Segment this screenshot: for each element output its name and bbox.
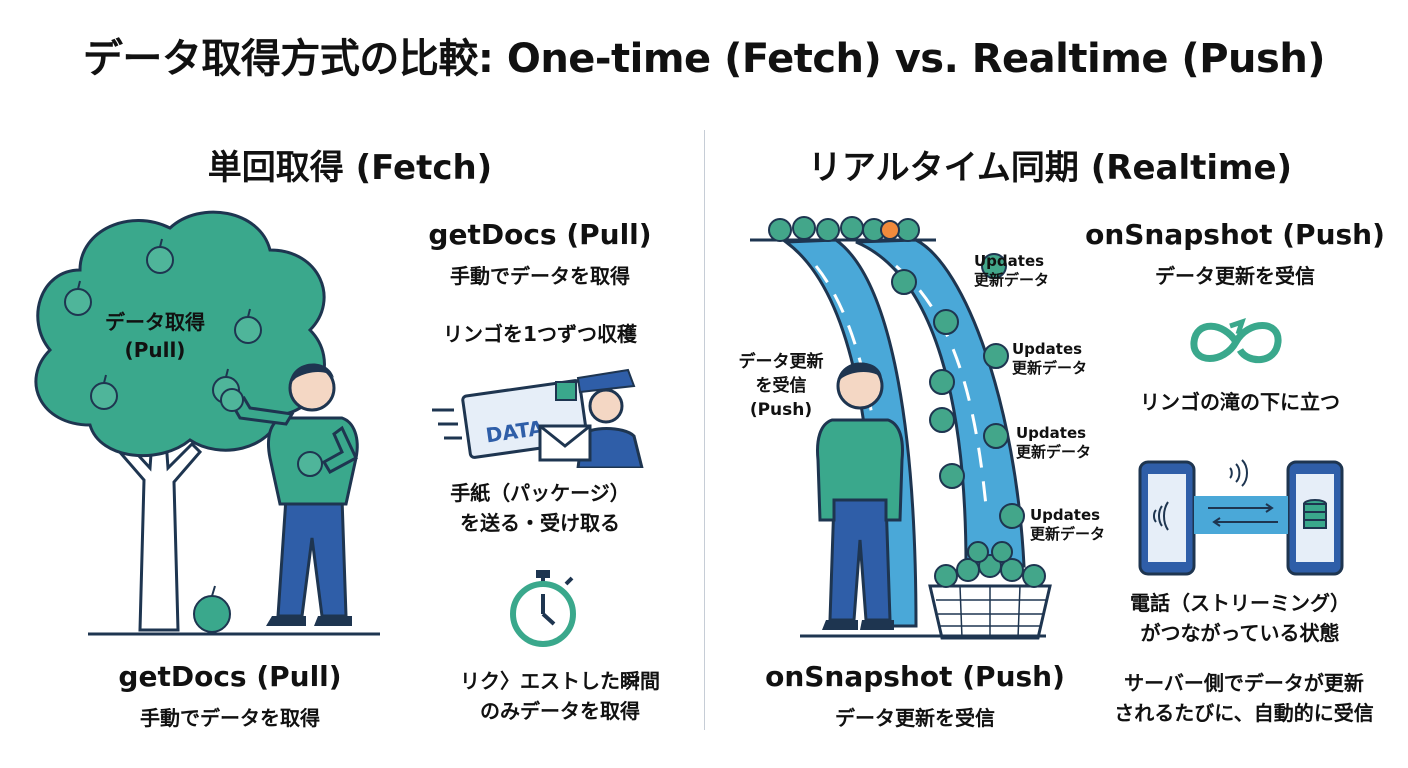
update-label: Updates 更新データ (1016, 424, 1091, 462)
page-title: データ取得方式の比較: One-time (Fetch) vs. Realtim… (82, 36, 1326, 82)
receive-label: データ更新 を受信 (Push) (726, 350, 836, 422)
waterfall-caption: リンゴの滝の下に立つ (1140, 390, 1340, 414)
timer-caption: リク〉エストした瞬間 のみデータを取得 (410, 666, 710, 726)
mail-caption-line1: 手紙（パッケージ） (450, 481, 630, 505)
person-standing (816, 362, 904, 630)
tree-label-line1: データ取得 (105, 310, 205, 334)
update-label-ja: 更新データ (1012, 359, 1088, 377)
update-label: Updates 更新データ (1012, 340, 1087, 378)
fetch-method-subtitle: 手動でデータを取得 (450, 264, 630, 288)
receive-label-line3: (Push) (749, 400, 813, 420)
mail-carrier-icon: DATA (432, 368, 644, 468)
update-label-ja: 更新データ (1030, 525, 1106, 543)
update-label-ja: 更新データ (1016, 443, 1092, 461)
realtime-section-title: リアルタイム同期 (Realtime) (807, 148, 1293, 188)
server-caption: サーバー側でデータが更新 されるたびに、自動的に受信 (1094, 668, 1394, 728)
realtime-method-subtitle: データ更新を受信 (1155, 264, 1315, 288)
sync-loop-icon (1190, 318, 1282, 364)
mail-caption: 手紙（パッケージ） を送る・受け取る (400, 478, 680, 538)
timer-caption-line2: のみデータを取得 (480, 699, 640, 723)
update-label: Updates 更新データ (974, 252, 1049, 290)
phone-caption: 電話（ストリーミング） がつながっている状態 (1100, 588, 1380, 648)
tree-label: データ取得 (Pull) (80, 308, 230, 364)
update-label-en: Updates (1030, 506, 1101, 524)
fetch-section-title: 単回取得 (Fetch) (207, 148, 493, 188)
update-label-en: Updates (1012, 340, 1083, 358)
update-label-en: Updates (974, 252, 1045, 270)
realtime-bottom-subtitle: データ更新を受信 (835, 706, 995, 730)
fetch-method-title: getDocs (Pull) (428, 218, 652, 251)
stopwatch-icon (510, 570, 576, 647)
section-divider (704, 130, 705, 730)
fetch-bottom-title: getDocs (Pull) (118, 660, 342, 693)
phone-caption-line1: 電話（ストリーミング） (1130, 591, 1350, 615)
harvest-text: リンゴを1つずつ収穫 (443, 322, 637, 346)
phone-streaming-icon (1138, 459, 1344, 576)
update-label-en: Updates (1016, 424, 1087, 442)
realtime-method-title: onSnapshot (Push) (1085, 218, 1385, 251)
realtime-bottom-title: onSnapshot (Push) (765, 660, 1065, 693)
server-caption-line2: されるたびに、自動的に受信 (1114, 701, 1374, 725)
mail-caption-line2: を送る・受け取る (460, 511, 620, 535)
timer-caption-line1: リク〉エストした瞬間 (460, 669, 660, 693)
phone-caption-line2: がつながっている状態 (1140, 621, 1340, 645)
update-label: Updates 更新データ (1030, 506, 1105, 544)
receive-label-line1: データ更新 (738, 352, 824, 372)
fetch-bottom-subtitle: 手動でデータを取得 (140, 706, 320, 730)
apple-tree-illustration (34, 210, 380, 636)
server-caption-line1: サーバー側でデータが更新 (1124, 671, 1364, 695)
receive-label-line2: を受信 (755, 376, 807, 396)
tree-label-line2: (Pull) (124, 338, 186, 362)
person-picking-apple (220, 363, 359, 626)
update-label-ja: 更新データ (974, 271, 1050, 289)
